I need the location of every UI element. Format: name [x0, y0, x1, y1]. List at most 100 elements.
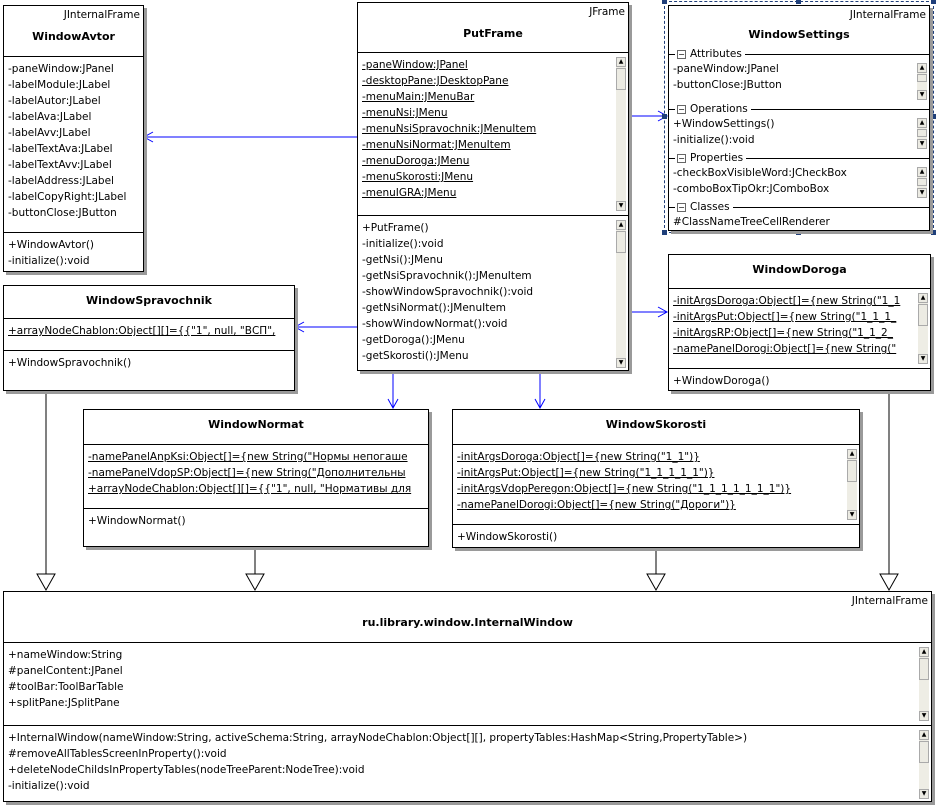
scrollbar[interactable]: ▲▼	[919, 647, 929, 721]
scroll-thumb[interactable]	[917, 129, 927, 137]
section-header-classes[interactable]: −Classes	[669, 200, 929, 214]
attribute-item[interactable]: -menuSkorosti:JMenu	[362, 171, 474, 183]
operation-item[interactable]: -getNsi():JMenu	[362, 254, 443, 266]
class-window-normat[interactable]: WindowNormat-namePanelAnpKsi:Object[]={n…	[83, 409, 429, 547]
attribute-item[interactable]: -namePanelDorogi:Object[]={new String("Д…	[457, 499, 736, 511]
scrollbar[interactable]: ▲▼	[616, 57, 626, 211]
operation-item[interactable]: -initialize():void	[8, 780, 90, 792]
class-window-skorosti[interactable]: WindowSkorosti-initArgsDoroga:Object[]={…	[452, 409, 860, 548]
association-put-frame-to-window-doroga[interactable]	[629, 306, 669, 318]
generalization-window-spravochnik-to-internal-window[interactable]	[36, 391, 56, 592]
operation-item[interactable]: -showWindowSpravochnik():void	[362, 286, 534, 298]
operation-item[interactable]: -getSkorosti():JMenu	[362, 350, 469, 362]
generalization-window-doroga-to-internal-window[interactable]	[879, 391, 899, 592]
resize-handle[interactable]	[931, 114, 936, 119]
scrollbar[interactable]: ▲▼	[917, 63, 927, 100]
scroll-up-icon[interactable]: ▲	[918, 293, 928, 303]
scroll-down-icon[interactable]: ▼	[616, 201, 626, 211]
scroll-up-icon[interactable]: ▲	[917, 167, 927, 177]
attribute-item[interactable]: +arrayNodeChablon:Object[][]={{"1", null…	[8, 325, 276, 337]
operation-item[interactable]: +WindowSettings()	[673, 118, 775, 130]
operation-item[interactable]: -getDoroga():JMenu	[362, 334, 465, 346]
scroll-down-icon[interactable]: ▼	[919, 711, 929, 721]
attribute-item[interactable]: -initArgsRP:Object[]={new String("1_1_2_	[673, 327, 893, 339]
attribute-item[interactable]: -namePanelDorogi:Object[]={new String("	[673, 343, 897, 355]
attribute-item[interactable]: -paneWindow:JPanel	[673, 63, 779, 75]
scrollbar[interactable]: ▲▼	[616, 220, 626, 368]
attribute-item[interactable]: #toolBar:ToolBarTable	[8, 681, 124, 693]
scroll-up-icon[interactable]: ▲	[917, 118, 927, 128]
attribute-item[interactable]: -initArgsPut:Object[]={new String("1_1_1…	[457, 467, 715, 479]
attribute-item[interactable]: -menuDoroga:JMenu	[362, 155, 470, 167]
operation-item[interactable]: -showWindowNormat():void	[362, 318, 508, 330]
generalization-window-normat-to-internal-window[interactable]	[245, 548, 265, 592]
attribute-item[interactable]: -labelTextAva:JLabel	[8, 143, 113, 155]
operation-item[interactable]: -initialize():void	[362, 238, 444, 250]
scroll-up-icon[interactable]: ▲	[919, 647, 929, 657]
scroll-thumb[interactable]	[917, 74, 927, 82]
scroll-down-icon[interactable]: ▼	[919, 789, 929, 799]
resize-handle[interactable]	[931, 0, 936, 4]
attribute-item[interactable]: -labelAva:JLabel	[8, 111, 92, 123]
attribute-item[interactable]: -menuMain:JMenuBar	[362, 91, 475, 103]
scroll-up-icon[interactable]: ▲	[616, 220, 626, 230]
association-put-frame-to-window-spravochnik[interactable]	[293, 321, 357, 333]
operation-item[interactable]: +WindowSpravochnik()	[8, 357, 132, 369]
scroll-up-icon[interactable]: ▲	[917, 63, 927, 73]
operation-item[interactable]: +WindowSkorosti()	[457, 531, 558, 543]
association-put-frame-to-window-settings[interactable]	[629, 110, 669, 122]
operation-item[interactable]: #removeAllTablesScreenInProperty():void	[8, 748, 227, 760]
operation-item[interactable]: -initialize():void	[673, 134, 755, 146]
collapse-icon[interactable]: −	[677, 154, 686, 163]
attribute-item[interactable]: -initArgsVdopPeregon:Object[]={new Strin…	[457, 483, 792, 495]
resize-handle[interactable]	[662, 0, 667, 4]
attribute-item[interactable]: +splitPane:JSplitPane	[8, 697, 120, 709]
operation-item[interactable]: +InternalWindow(nameWindow:String, activ…	[8, 732, 748, 744]
resize-handle[interactable]	[662, 114, 667, 119]
association-put-frame-to-window-normat[interactable]	[387, 372, 399, 410]
attribute-item[interactable]: +arrayNodeChablon:Object[][]={{"1", null…	[88, 483, 412, 495]
association-put-frame-to-window-avtor[interactable]	[142, 131, 357, 143]
scroll-thumb[interactable]	[919, 741, 929, 763]
scroll-thumb[interactable]	[847, 460, 857, 482]
attribute-item[interactable]: -menuIGRA:JMenu	[362, 187, 457, 199]
attribute-item[interactable]: -namePanelVdopSP:Object[]={new String("Д…	[88, 467, 406, 479]
scrollbar[interactable]: ▲▼	[917, 118, 927, 149]
attribute-item[interactable]: -labelAvv:JLabel	[8, 127, 91, 139]
attribute-item[interactable]: +nameWindow:String	[8, 649, 123, 661]
attribute-item[interactable]: -namePanelAnpKsi:Object[]={new String("Н…	[88, 451, 408, 463]
attribute-item[interactable]: -labelAddress:JLabel	[8, 175, 114, 187]
resize-handle[interactable]	[796, 230, 801, 235]
collapse-icon[interactable]: −	[677, 50, 686, 59]
attribute-item[interactable]: -buttonClose:JButton	[673, 79, 782, 91]
class-window-doroga[interactable]: WindowDoroga-initArgsDoroga:Object[]={ne…	[668, 254, 931, 391]
scroll-thumb[interactable]	[616, 68, 626, 90]
scrollbar[interactable]: ▲▼	[918, 293, 928, 364]
operation-item[interactable]: -initialize():void	[8, 255, 90, 267]
attribute-item[interactable]: #panelContent:JPanel	[8, 665, 123, 677]
section-header-attributes[interactable]: −Attributes	[669, 47, 929, 61]
resize-handle[interactable]	[662, 230, 667, 235]
generalization-window-skorosti-to-internal-window[interactable]	[646, 548, 666, 592]
attribute-item[interactable]: -initArgsDoroga:Object[]={new String("1_…	[457, 451, 700, 463]
attribute-item[interactable]: -checkBoxVisibleWord:JCheckBox	[673, 167, 847, 179]
attribute-item[interactable]: -buttonClose:JButton	[8, 207, 117, 219]
scroll-down-icon[interactable]: ▼	[918, 354, 928, 364]
section-header-operations[interactable]: −Operations	[669, 102, 929, 116]
operation-item[interactable]: +deleteNodeChildsInPropertyTables(nodeTr…	[8, 764, 365, 776]
operation-item[interactable]: +WindowAvtor()	[8, 239, 95, 251]
operation-item[interactable]: +WindowDoroga()	[673, 375, 770, 387]
attribute-item[interactable]: -labelTextAvv:JLabel	[8, 159, 112, 171]
scroll-down-icon[interactable]: ▼	[917, 139, 927, 149]
attribute-item[interactable]: -paneWindow:JPanel	[362, 59, 468, 71]
scrollbar[interactable]: ▲▼	[919, 730, 929, 799]
scroll-down-icon[interactable]: ▼	[847, 510, 857, 520]
section-header-properties[interactable]: −Properties	[669, 151, 929, 165]
attribute-item[interactable]: -labelAutor:JLabel	[8, 95, 101, 107]
scroll-down-icon[interactable]: ▼	[917, 188, 927, 198]
attribute-item[interactable]: -initArgsPut:Object[]={new String("1_1_1…	[673, 311, 897, 323]
operation-item[interactable]: +WindowNormat()	[88, 515, 186, 527]
